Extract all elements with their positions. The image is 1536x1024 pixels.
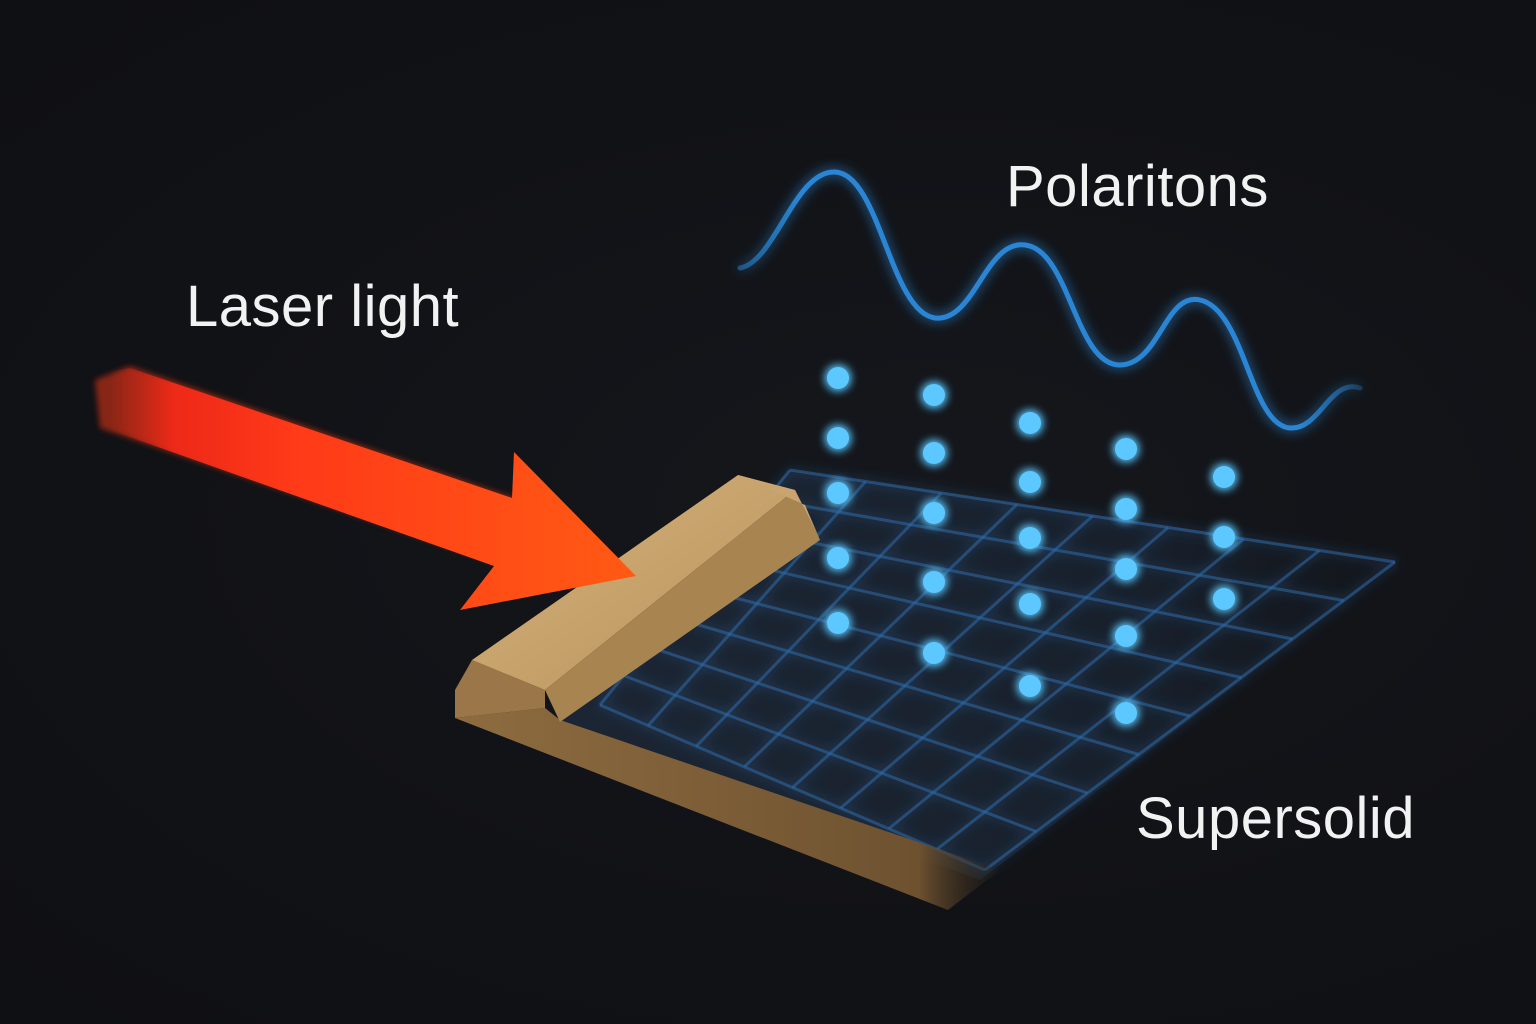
grid-line [647,480,867,727]
ridge-inner-face [545,490,820,722]
polariton-dot [827,367,849,389]
polariton-dot [923,571,945,593]
polariton-dot [827,482,849,504]
grid-line [695,491,943,748]
substrate-block [455,475,1000,910]
polaritons-label: Polaritons [1006,154,1269,219]
substrate-front-face [455,708,1000,910]
polariton-dot [923,384,945,406]
polariton-dot [923,442,945,464]
polariton-dot [1019,675,1041,697]
laser-arrow-shape [110,368,636,610]
polariton-dots [827,367,1235,724]
polariton-dot [1019,471,1041,493]
grid-line [743,503,1018,768]
polariton-dot [1213,526,1235,548]
polariton-dot [1115,702,1137,724]
polariton-dot [827,547,849,569]
polariton-dot [1019,527,1041,549]
grid-line [935,549,1321,851]
polariton-dot [1115,438,1137,460]
polariton-dot [1115,498,1137,520]
grid-line [887,537,1245,830]
ridge-slope [472,475,795,690]
grid-line [984,560,1396,872]
polariton-dot [1213,588,1235,610]
polariton-dot [1115,558,1137,580]
ridge-top [738,475,820,540]
polariton-dot [827,612,849,634]
polariton-dot [923,502,945,524]
polariton-dot [923,642,945,664]
polariton-dot [1019,593,1041,615]
laser-light-label: Laser light [186,274,460,339]
laser-arrow [95,366,636,610]
polariton-dot [827,427,849,449]
supersolid-label: Supersolid [1136,786,1416,851]
polariton-dot [1019,412,1041,434]
polariton-dot [1115,625,1137,647]
grid-line [839,526,1170,810]
polariton-wave [737,169,1363,431]
substrate-end-face [455,660,545,718]
polariton-dot [1213,466,1235,488]
